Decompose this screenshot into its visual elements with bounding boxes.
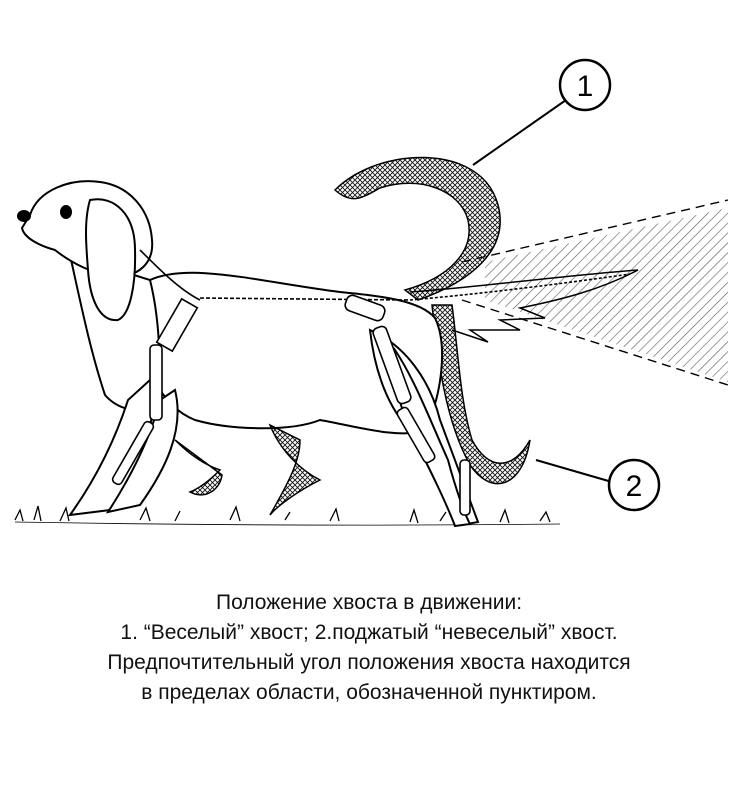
preferred-angle-zone: [461, 199, 729, 386]
caption-line-2: Предпочтительный угол положения хвоста н…: [107, 651, 631, 674]
dog-tail-position-illustration: 1 2: [14, 58, 729, 528]
tucked-tail: [431, 304, 531, 485]
ground-grass: [14, 505, 561, 526]
belly-feathering: [174, 423, 322, 516]
dog-body: [17, 180, 480, 528]
wagging-tail: [333, 156, 501, 301]
callout-1: 1: [472, 58, 612, 166]
callout-2-label: 2: [626, 470, 643, 503]
dog-skeleton: [111, 249, 631, 516]
caption: Положение хвоста в движении: 1. “Веселый…: [0, 588, 738, 708]
caption-line-1: 1. “Веселый” хвост; 2.поджатый “невеселы…: [120, 621, 618, 644]
horizontal-tail-feathering: [409, 269, 639, 343]
callout-1-label: 1: [577, 70, 594, 103]
caption-title: Положение хвоста в движении:: [215, 591, 523, 614]
callout-2: 2: [535, 458, 661, 512]
caption-line-3: в пределах области, обозначенной пунктир…: [141, 681, 597, 704]
